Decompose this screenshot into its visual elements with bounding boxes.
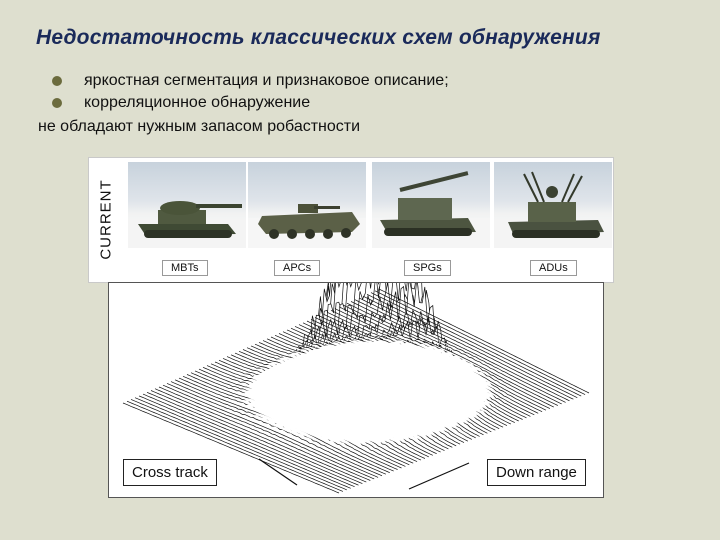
spg-photo — [372, 162, 490, 248]
surface-line — [142, 393, 359, 486]
current-row-label: CURRENT — [97, 178, 115, 260]
mbt-photo — [128, 162, 246, 248]
vehicle-class-label: SPGs — [404, 260, 451, 276]
surface-line — [150, 390, 367, 483]
cross-track-arrow — [258, 458, 298, 486]
surface-line — [318, 315, 531, 417]
summary-text: не обладают нужным запасом робастности — [38, 118, 361, 135]
apc-photo — [248, 162, 366, 248]
bullet-dot-icon — [52, 76, 62, 86]
surface-line — [366, 293, 578, 399]
surface-line — [362, 295, 574, 400]
vehicle-class-label: ADUs — [530, 260, 577, 276]
bullet-dot-icon — [52, 98, 62, 108]
surface-line — [374, 290, 586, 395]
surface-line — [162, 384, 379, 478]
down-range-arrow — [408, 462, 470, 490]
surface-line — [138, 395, 355, 488]
surface-graphic — [122, 283, 590, 494]
vehicle-class-label: APCs — [274, 260, 321, 276]
bullet-list: яркостная сегментация и признаковое опис… — [52, 70, 449, 114]
surface-line — [134, 397, 351, 489]
vehicle-class-label: MBTs — [162, 260, 208, 276]
surface-line — [130, 399, 347, 491]
surface-line — [126, 400, 344, 492]
correlation-surface-plot: Cross track Down range — [108, 282, 604, 498]
down-range-label: Down range — [487, 459, 586, 486]
surface-line — [154, 388, 371, 481]
slide-title: Недостаточность классических схем обнару… — [36, 26, 601, 49]
bullet-text: яркостная сегментация и признаковое опис… — [84, 72, 449, 89]
bullet-item: корреляционное обнаружение — [52, 92, 449, 114]
bullet-text: корреляционное обнаружение — [84, 94, 311, 111]
surface-line — [122, 402, 340, 494]
surface-line — [354, 299, 566, 403]
bullet-item: яркостная сегментация и признаковое опис… — [52, 70, 449, 92]
surface-line — [370, 292, 582, 397]
adu-photo — [494, 162, 612, 248]
surface-line — [378, 288, 590, 394]
cross-track-label: Cross track — [123, 459, 217, 486]
